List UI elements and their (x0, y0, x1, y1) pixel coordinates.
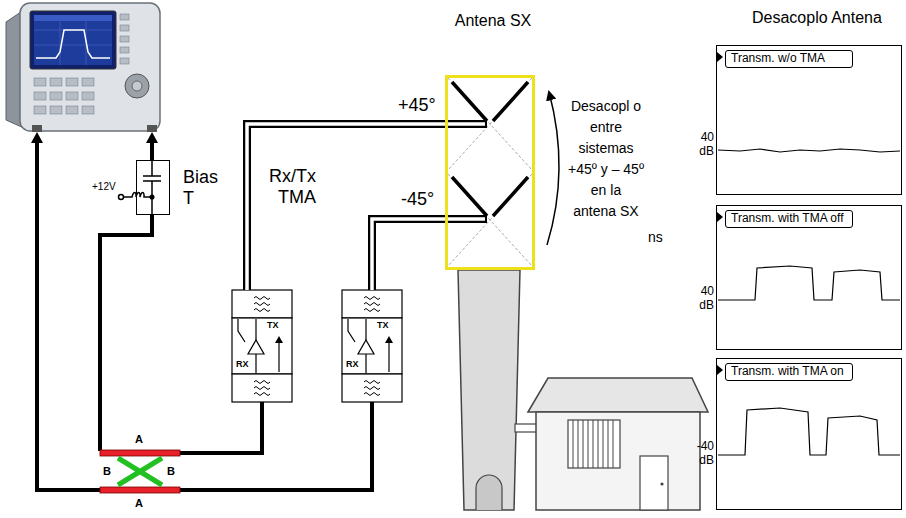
port-letter: A (135, 497, 143, 510)
measurement-wiring (37, 142, 372, 490)
port-letter: B (167, 465, 175, 478)
plot-panel: Transm. with TMA off40 dB (716, 205, 902, 350)
plot-panel: Transm. with TMA on-40 dB (716, 358, 902, 510)
decoupling-note: Desacopl o entre sistemas +45º y – 45º e… (568, 96, 644, 222)
decoupling-arrow (547, 92, 559, 245)
axis-label: 40 dB (690, 130, 714, 159)
tma-unit: TX RX (232, 290, 292, 402)
coax-cable (372, 219, 445, 290)
cable-outline (247, 124, 445, 290)
spectrum-analyzer (6, 3, 160, 132)
reference-marker (717, 52, 723, 375)
node-title: Antena SX (408, 12, 578, 30)
path-label: TX (377, 321, 389, 330)
arrow-head (31, 132, 43, 143)
antenna-panel: Antena SX (445, 75, 535, 270)
cable-core (372, 219, 445, 290)
antenna-dipoles (447, 78, 532, 266)
polarization-label: -45° (399, 190, 436, 210)
tower (458, 270, 520, 510)
column-heading: Desacoplo Antena (752, 9, 882, 27)
path-label: RX (236, 360, 249, 369)
plot-title: Transm. with TMA off (725, 210, 853, 228)
port-letter: B (103, 465, 111, 478)
equipment-house (515, 378, 708, 510)
cut-text: ns (648, 229, 663, 245)
node-title: Bias T (183, 167, 227, 208)
plot-title: Transm. w/o TMA (725, 50, 853, 68)
plot-panel: Transm. w/o TMA40 dB (716, 45, 902, 195)
cable-core (247, 124, 445, 290)
tma-title: Rx/Tx TMA (258, 166, 316, 207)
path-label: TX (267, 321, 279, 330)
plot-title: Transm. with TMA on (725, 363, 853, 381)
path-label: RX (346, 360, 359, 369)
tma-drawing (342, 290, 402, 402)
tma-unit: TX RX (342, 290, 402, 402)
bias-tee-circuit (119, 160, 162, 215)
voltage-label: +12V (92, 181, 116, 193)
axis-label: -40 dB (690, 439, 714, 468)
tma-drawing (232, 290, 292, 402)
coax-cable (247, 124, 445, 290)
polarization-label: +45° (396, 96, 438, 116)
port-letter: A (135, 433, 143, 446)
cable-outline (372, 219, 445, 290)
bias-tee-box: Bias T (136, 160, 170, 215)
arrow-head (146, 132, 158, 143)
axis-label: 40 dB (690, 284, 714, 313)
crossover-switch (100, 450, 180, 493)
